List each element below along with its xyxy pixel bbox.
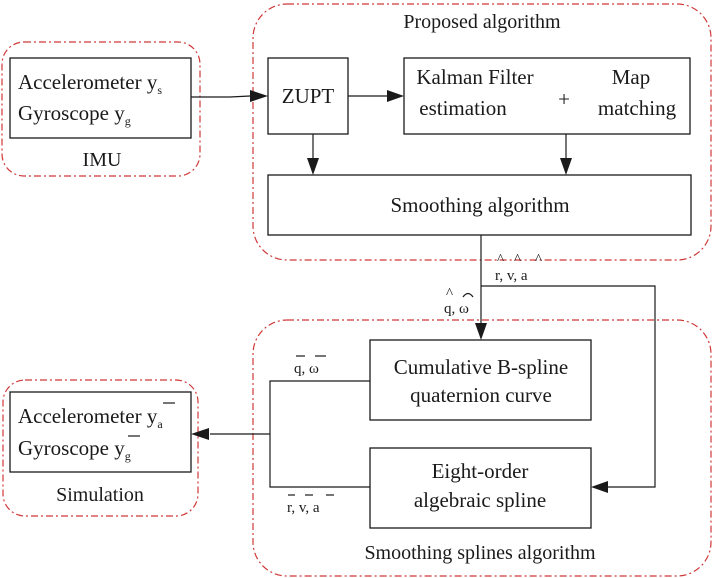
map-label-line2: matching <box>598 96 677 120</box>
branch-to-eight-order-line <box>481 285 656 488</box>
imu-to-zupt-arrowhead <box>250 90 268 102</box>
hat-q: ^ <box>446 286 453 302</box>
splines-merge-line <box>269 380 370 488</box>
smoothing-algorithm-label: Smoothing algorithm <box>390 193 569 217</box>
simulation-sensor-box <box>9 391 192 473</box>
edge-label-q-omega-bar: q, ω <box>294 361 319 377</box>
bspline-label-line2: quaternion curve <box>410 383 552 407</box>
hat-r: ^ <box>497 252 504 268</box>
edge-label-q-omega-hat: q, ω <box>444 301 469 317</box>
zupt-to-kalman-arrowhead <box>387 90 404 102</box>
branch-to-eight-order-arrowhead <box>591 481 608 493</box>
bspline-label-line1: Cumulative B-spline <box>394 355 568 379</box>
kalman-label-line2: estimation <box>419 96 507 120</box>
merge-to-simulation-arrowhead <box>191 428 209 440</box>
edge-label-rva-bar: r, v, a <box>287 500 320 516</box>
zupt-box <box>267 57 349 135</box>
zupt-to-smoothing-arrowhead <box>307 158 319 175</box>
edge-label-rva-hat: r, v, a <box>495 268 528 284</box>
simulation-group <box>2 379 199 517</box>
kalman-to-smoothing-arrowhead <box>560 158 572 175</box>
eight-order-label-line1: Eight-order <box>432 459 529 483</box>
plus-sign: + <box>558 87 570 111</box>
smoothing-splines-group <box>252 319 712 577</box>
imu-accelerometer-label: Accelerometer ys <box>18 70 162 97</box>
kalman-label-line1: Kalman Filter <box>416 65 533 89</box>
imu-gyroscope-label: Gyroscope yg <box>18 101 131 128</box>
hat-omega <box>462 292 474 298</box>
sim-accelerometer-label: Accelerometer ya <box>18 404 163 431</box>
eight-order-box <box>369 447 592 529</box>
proposed-algorithm-group <box>252 3 712 261</box>
smoothing-algorithm-box <box>267 174 692 236</box>
map-label-line1: Map <box>612 65 651 89</box>
imu-group <box>1 41 201 177</box>
imu-to-zupt-line <box>191 95 251 98</box>
simulation-group-title: Simulation <box>56 484 144 506</box>
bspline-box <box>369 339 592 421</box>
hat-v: ^ <box>514 252 521 268</box>
imu-group-title: IMU <box>83 149 122 171</box>
sim-gyroscope-label: Gyroscope yg <box>18 436 131 463</box>
kalman-map-box <box>403 57 691 135</box>
smoothing-to-bspline-arrowhead <box>475 323 487 340</box>
imu-sensor-box <box>9 57 192 139</box>
hat-a: ^ <box>535 252 542 268</box>
smoothing-splines-group-title: Smoothing splines algorithm <box>364 542 596 564</box>
zupt-label: ZUPT <box>282 84 335 108</box>
eight-order-label-line2: algebraic spline <box>414 488 546 512</box>
proposed-group-title: Proposed algorithm <box>403 11 561 33</box>
